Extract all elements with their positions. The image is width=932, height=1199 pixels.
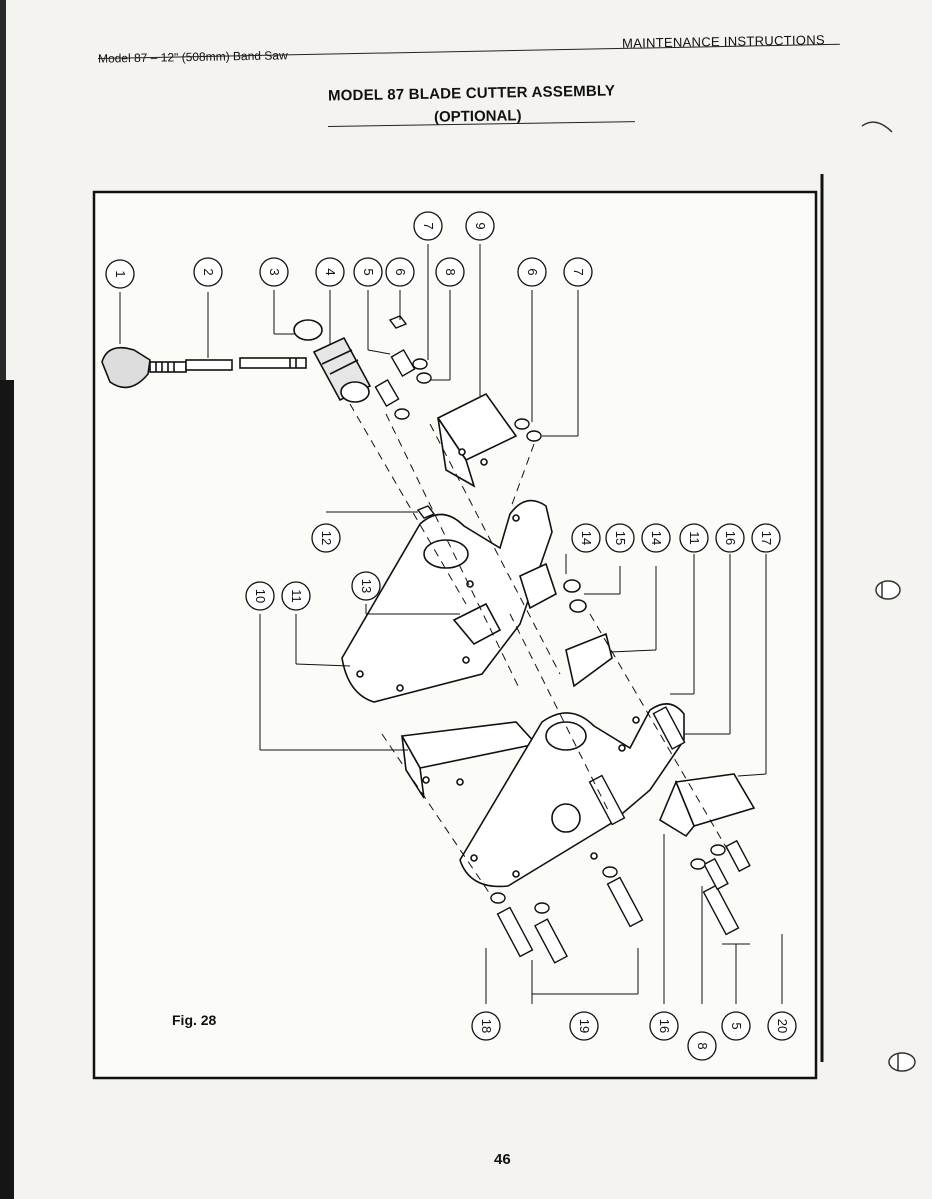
callout-label: 11	[289, 589, 304, 603]
callout-label: 12	[319, 531, 334, 545]
callout-label: 8	[443, 268, 458, 275]
callout-label: 7	[571, 268, 586, 275]
knob-shaft-part	[101, 346, 307, 389]
callout-label: 17	[759, 531, 774, 545]
figure-label: Fig. 28	[172, 1012, 217, 1028]
base-plate-part	[459, 703, 685, 888]
binder-hole-icon	[861, 121, 893, 133]
callout-label: 2	[201, 268, 216, 275]
page-number: 46	[494, 1151, 511, 1168]
alignment-lines	[349, 403, 731, 895]
upper-bracket-part	[436, 392, 518, 488]
callout-label: 3	[267, 268, 282, 275]
main-plate-part	[341, 499, 553, 703]
callout-label: 6	[393, 268, 408, 275]
callout-label: 16	[723, 531, 738, 545]
exploded-diagram: 1 2 3 4 5 6 7 8 9 6 7 12 14 15 14 11 16 …	[92, 174, 824, 1080]
cutter-drum-part	[312, 336, 372, 403]
callout-label: 8	[695, 1042, 710, 1049]
callout-label: 20	[775, 1019, 790, 1033]
callout-label: 6	[525, 268, 540, 275]
binder-hole-icon	[875, 580, 901, 600]
callout-label: 7	[421, 222, 436, 229]
clip-bracket-part	[519, 562, 613, 688]
callout-numbers: 1 2 3 4 5 6 7 8 9 6 7 12 14 15 14 11 16 …	[113, 222, 790, 1049]
callout-label: 16	[657, 1019, 672, 1033]
callout-label: 1	[113, 270, 128, 277]
retaining-ring-part	[293, 319, 323, 341]
callout-label: 11	[687, 531, 702, 545]
callout-label: 13	[359, 579, 374, 593]
callout-label: 15	[613, 531, 628, 545]
blade-part	[658, 773, 756, 838]
callout-label: 4	[323, 268, 338, 275]
callout-circles	[105, 211, 797, 1061]
screw-washer-parts	[374, 315, 542, 519]
binding-shadow	[0, 380, 14, 1199]
leader-lines	[119, 244, 783, 1004]
callout-label: 9	[473, 222, 488, 229]
callout-label: 5	[361, 268, 376, 275]
bolt-parts	[490, 706, 751, 964]
callout-label: 14	[649, 531, 664, 545]
callout-label: 10	[253, 589, 268, 603]
callout-label: 19	[577, 1019, 592, 1033]
binder-hole-icon	[888, 1052, 916, 1072]
callout-label: 18	[479, 1019, 494, 1033]
page-title: MODEL 87 BLADE CUTTER ASSEMBLY	[327, 82, 616, 105]
callout-label: 5	[729, 1022, 744, 1029]
callout-label: 14	[579, 531, 594, 545]
